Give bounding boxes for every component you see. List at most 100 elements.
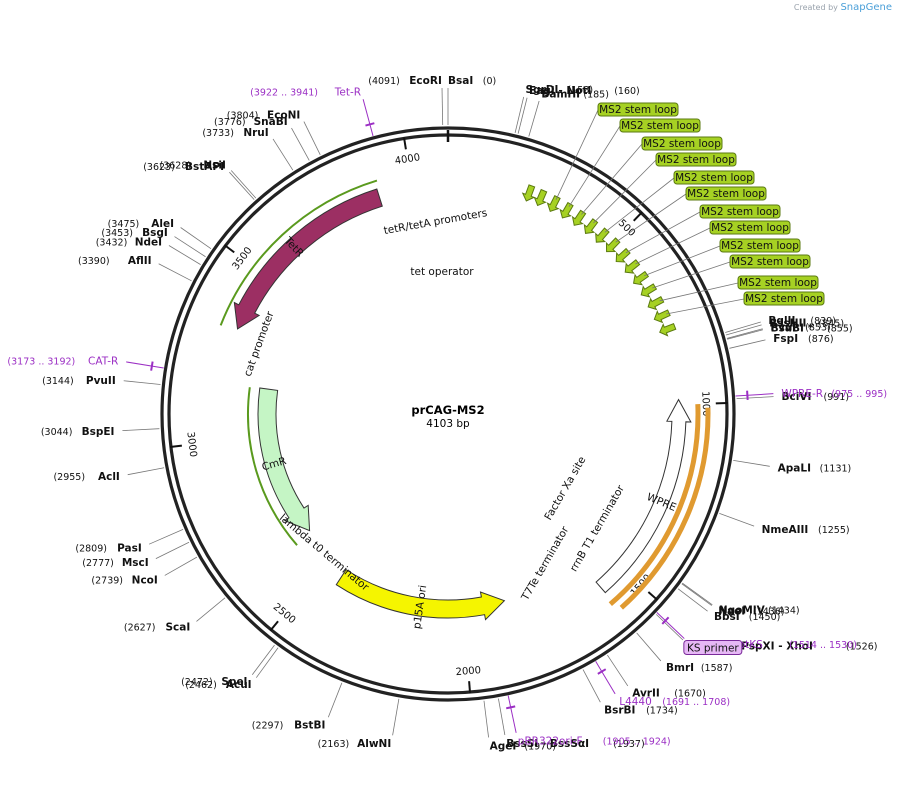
enzyme-alwni: AlwNI [357, 738, 391, 750]
enzyme-spei: SpeI [221, 676, 247, 688]
enzyme-pvui: PvuI [770, 322, 796, 334]
enzyme-position: (1587) [701, 663, 733, 674]
enzyme-line [196, 597, 226, 622]
enzyme-line [725, 324, 762, 336]
enzyme-apali: ApaLI [778, 463, 811, 475]
ms2-label-box [719, 238, 801, 253]
ms2-label: MS2 stem loop [745, 293, 823, 305]
ms2-stem-loop-arrow [633, 270, 650, 286]
enzyme-scai: ScaI [166, 621, 191, 633]
ms2-label-box [597, 102, 679, 117]
enzyme-position: (2163) [318, 739, 350, 750]
tick-mark-3500 [224, 244, 235, 254]
enzyme-alei: AleI [151, 218, 174, 230]
enzyme-position: (991) [824, 392, 850, 403]
enzyme-line [514, 96, 525, 133]
ms2-stem-loop-arrow [615, 247, 631, 263]
enzyme-position: (3776) [214, 117, 246, 128]
feature-tetr [233, 188, 383, 330]
enzyme-pvuii: PvuII [86, 375, 116, 387]
enzyme-line [607, 654, 629, 687]
enzyme-nmeaiii: NmeAIII [762, 524, 809, 536]
feature-label-tetr-teta-promoters: tetR/tetA promoters [383, 207, 488, 237]
ms2-label: MS2 stem loop [739, 277, 817, 289]
tick-label-1000: 1000 [699, 391, 711, 417]
enzyme-position: (3733) [202, 128, 234, 139]
ms2-leader-line [581, 143, 643, 215]
enzyme-position: (3144) [42, 376, 74, 387]
ms2-label: MS2 stem loop [731, 256, 809, 268]
enzyme-line [123, 380, 161, 385]
enzyme-position: (2472) [181, 677, 213, 688]
enzyme-line [582, 669, 601, 703]
enzyme-line [229, 171, 255, 200]
enzyme-line [327, 682, 343, 718]
enzyme-position: (1937) [613, 739, 645, 750]
enzyme-line [682, 582, 713, 606]
primer-line [507, 695, 517, 733]
enzyme-position: (853) [805, 323, 831, 334]
ms2-label: MS2 stem loop [721, 240, 799, 252]
primer-range: (1514 .. 1530) [789, 640, 857, 651]
enzyme-ndei: NdeI [135, 236, 162, 248]
tick-label-3500: 3500 [231, 245, 255, 272]
enzyme-position: (1131) [820, 464, 852, 475]
enzyme-line [303, 121, 321, 155]
enzyme-bcivi: BciVI [782, 391, 812, 403]
enzyme-position: (855) [827, 324, 853, 335]
primer-line [126, 361, 164, 369]
ms2-leader-line [604, 177, 675, 233]
enzyme-position: (1450) [749, 612, 781, 623]
ms2-label: MS2 stem loop [599, 104, 677, 116]
enzyme-bsrbi: BsrBI [604, 704, 635, 716]
primer-pbr322ori-f: pBR322ori-F [518, 736, 583, 748]
primer-cat-r: CAT-R [88, 356, 118, 368]
primer-range: (975 .. 995) [831, 389, 887, 400]
enzyme-bglii: BglII [768, 315, 795, 327]
enzyme-line [392, 698, 400, 736]
ms2-stem-loop-arrow [605, 237, 621, 253]
credit-brand: SnapGene [840, 2, 892, 13]
tick-mark-1500 [647, 591, 659, 601]
enzyme-line [441, 88, 444, 126]
primer-range: (1905 .. 1924) [603, 737, 671, 748]
enzyme-line [255, 647, 279, 678]
enzyme-econi: EcoNI [267, 109, 300, 121]
enzyme-bsshii: BssHII [769, 318, 806, 330]
ms2-label: MS2 stem loop [643, 138, 721, 150]
primer-mark [365, 122, 375, 127]
enzyme-acli: AclI [98, 471, 120, 483]
enzyme-bsssi-bsss-i: BssSI - BssSαI [506, 738, 589, 750]
primer-line [656, 612, 685, 639]
enzyme-line [230, 170, 257, 199]
enzyme-position: (160) [614, 86, 640, 97]
enzyme-line [483, 700, 489, 738]
ms2-leader-line [652, 261, 731, 289]
enzyme-position: (1970) [524, 741, 556, 752]
enzyme-position: (845) [818, 319, 844, 330]
ms2-stem-loop-arrow [571, 209, 587, 226]
ms2-label-box [673, 170, 755, 185]
primer-range: (1691 .. 1708) [662, 697, 730, 708]
ms2-label: MS2 stem loop [621, 120, 699, 132]
enzyme-position: (1255) [818, 525, 850, 536]
enzymes-layer: EcoRI(4091)BsaI(0)SgrDI(153)EagI - NotI(… [7, 75, 887, 752]
ms2-stem-loop-arrow [559, 201, 574, 219]
enzyme-line [155, 541, 190, 560]
enzyme-position: (1434) [768, 605, 800, 616]
enzyme-line [164, 556, 198, 576]
enzyme-line [719, 513, 755, 527]
enzyme-line [122, 428, 160, 431]
feature-wpre [595, 398, 692, 594]
ms2-leader-line [635, 227, 711, 265]
ks-primer-box [683, 639, 743, 655]
enzyme-acui: AcuI [226, 679, 252, 691]
feature-label-tet-operator: tet operator [410, 266, 474, 278]
tick-mark-500 [633, 211, 643, 222]
enzyme-bsabi: BsaBI * [771, 323, 814, 335]
enzyme-agei: AgeI [490, 740, 517, 752]
enzyme-position: (2809) [75, 543, 107, 554]
enzyme-position: (1526) [846, 642, 878, 653]
orange-orf-line-inner [619, 407, 711, 610]
